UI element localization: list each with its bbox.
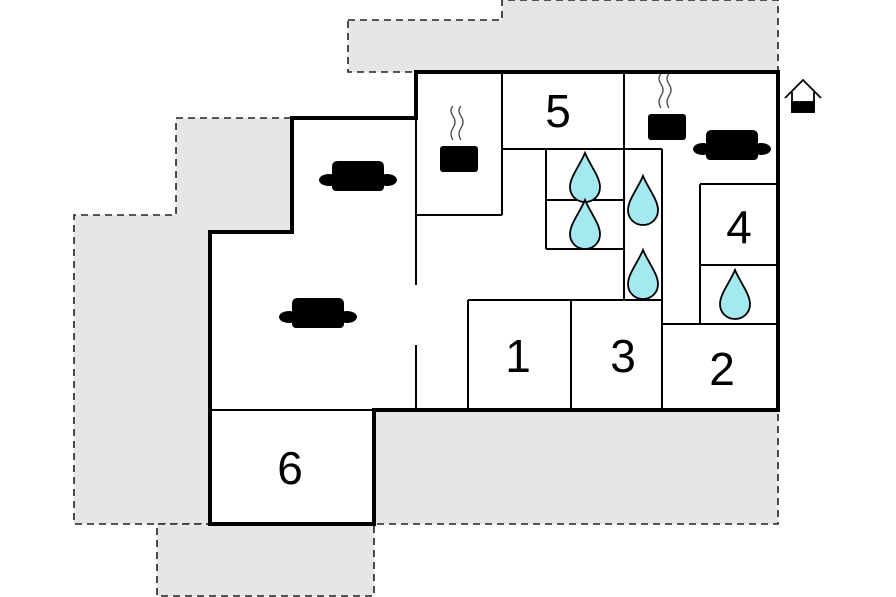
- terrace-bottom: [156, 409, 779, 597]
- house-entrance-icon: [784, 78, 822, 113]
- cooking-pot-icon: [429, 105, 489, 173]
- interior-walls: [210, 72, 778, 411]
- room-label-5: 5: [545, 85, 571, 137]
- room-labels: 5 4 1 3 2 6: [277, 85, 752, 494]
- water-drop-icon: [569, 199, 601, 250]
- cooking-pot-icon: [637, 73, 697, 141]
- water-drop-icon: [627, 249, 659, 300]
- sofa-icon: [279, 298, 357, 338]
- outer-wall: [208, 70, 780, 526]
- terrace-top: [347, 0, 779, 73]
- room-label-4: 4: [726, 201, 752, 253]
- room-label-3: 3: [610, 330, 636, 382]
- room-label-2: 2: [709, 343, 735, 395]
- water-drop-icon: [719, 269, 751, 320]
- water-drop-icon: [569, 152, 601, 203]
- room-label-1: 1: [505, 330, 531, 382]
- sofa-icon: [693, 130, 771, 170]
- terrace-left: [73, 117, 293, 525]
- room-label-6: 6: [277, 442, 303, 494]
- terrace-areas: [73, 0, 779, 597]
- sofa-icon: [319, 161, 397, 201]
- water-drop-icon: [627, 175, 659, 226]
